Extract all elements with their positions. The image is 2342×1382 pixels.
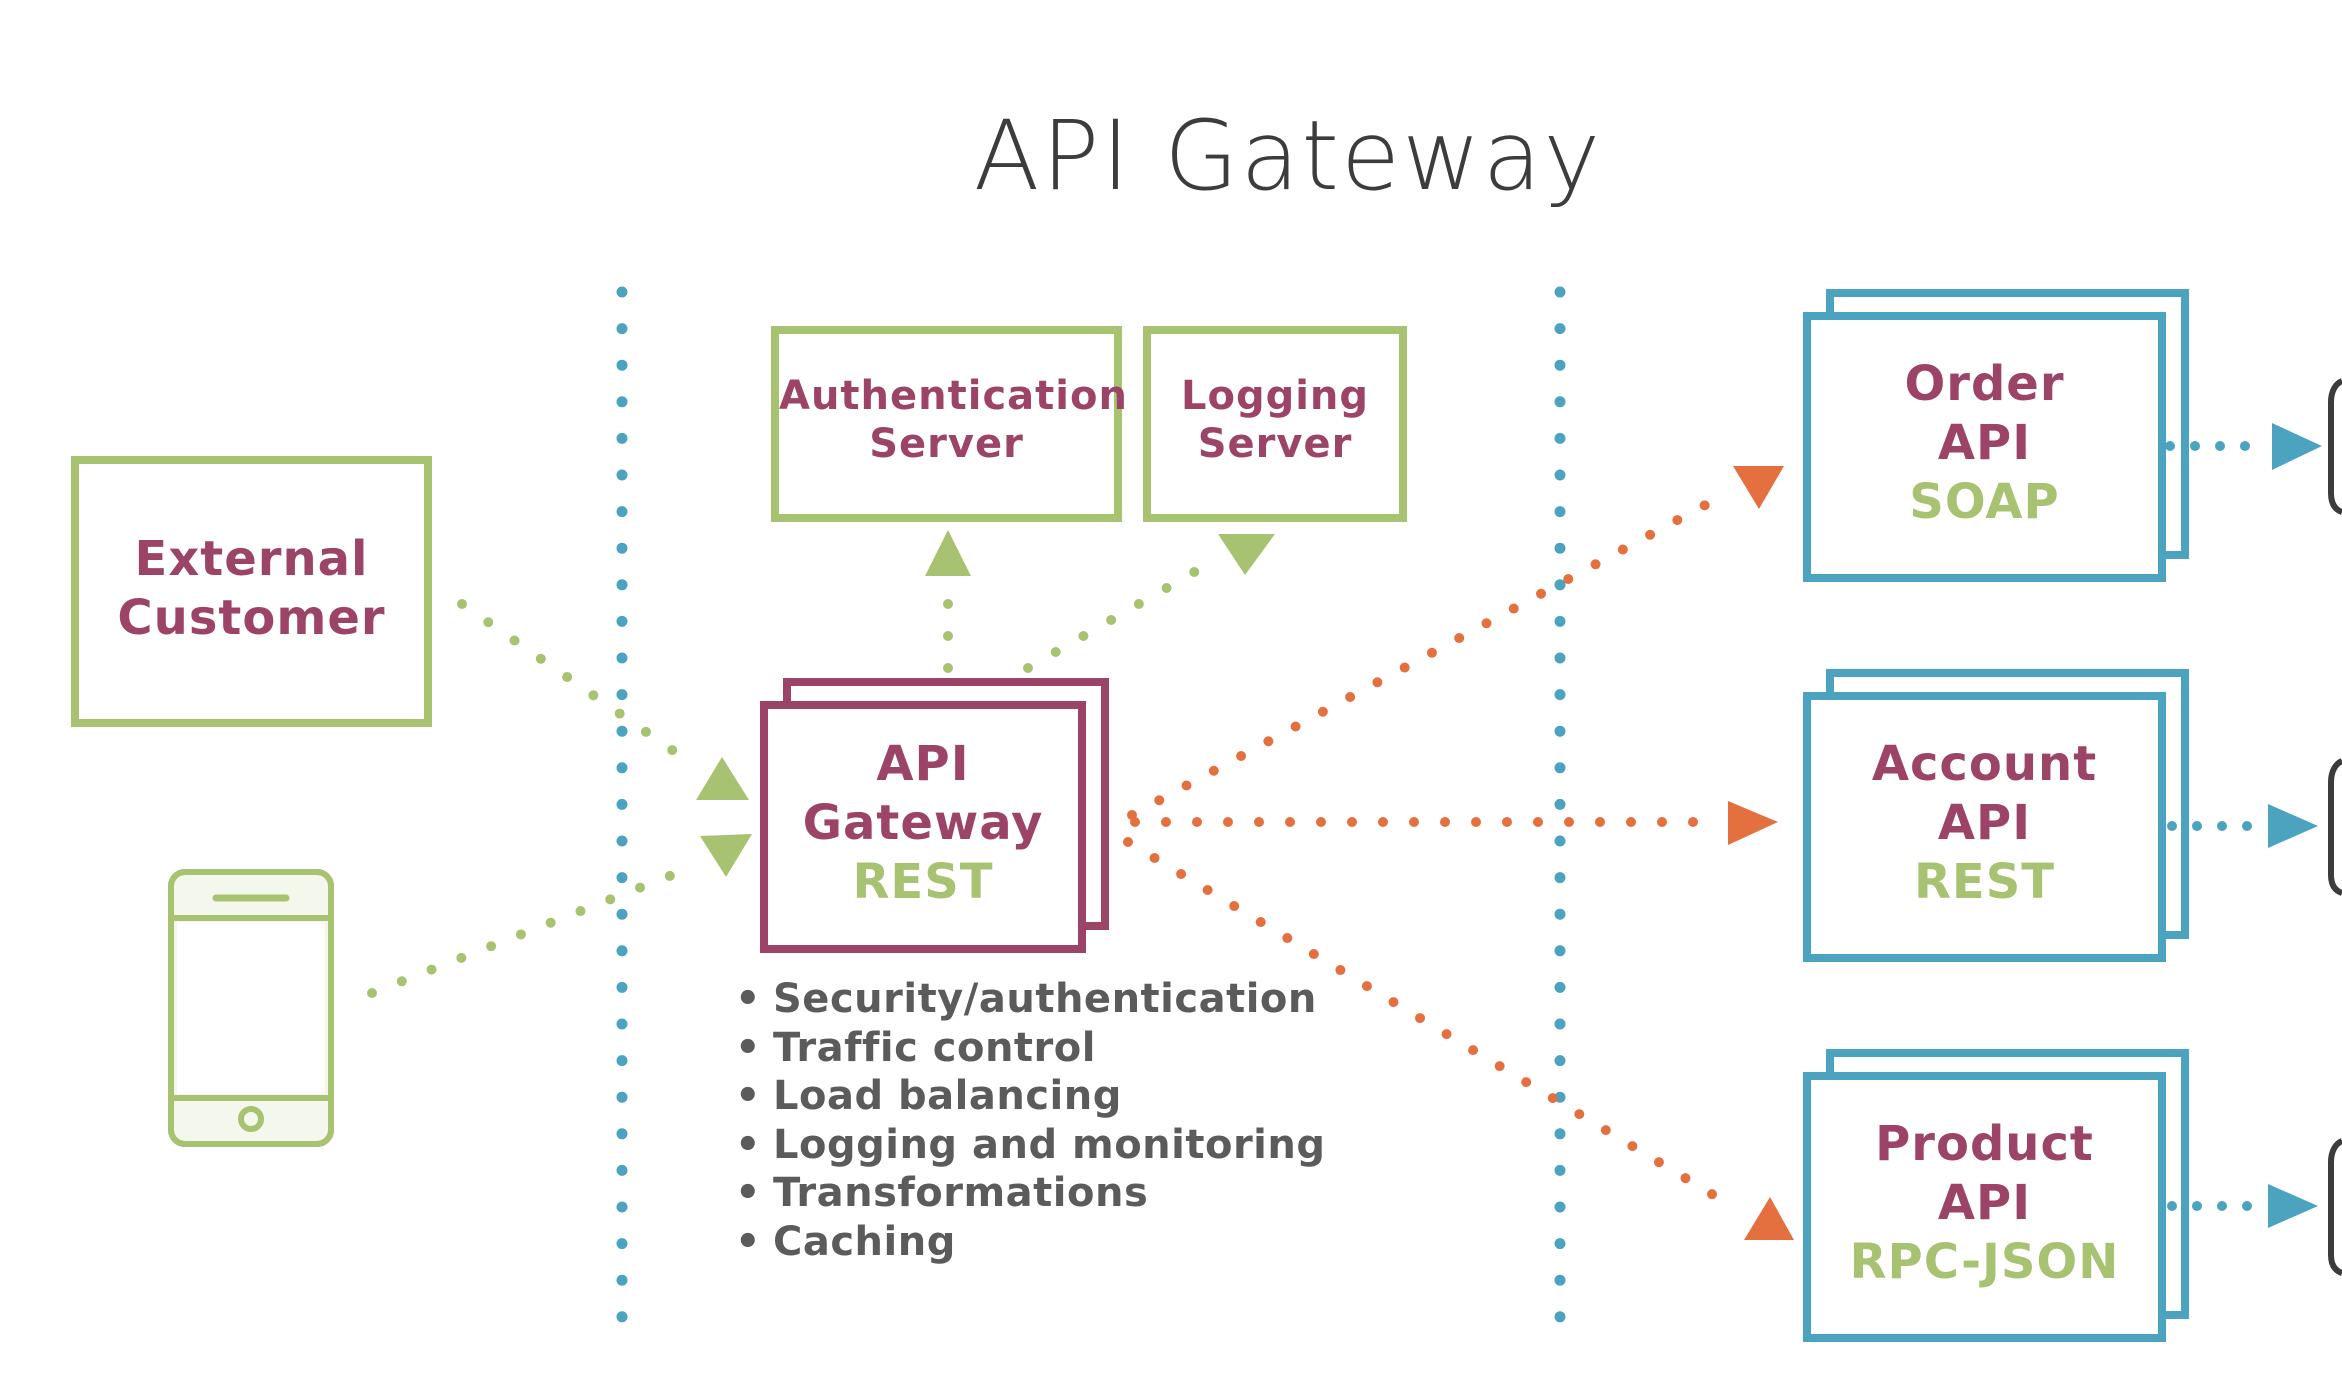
api-gateway-box (760, 678, 1109, 953)
product-api-protocol: RPC-JSON (1849, 1234, 2120, 1290)
logging-server-label: Logging Server (1151, 372, 1399, 468)
api-gateway-label: API Gateway REST (768, 735, 1078, 912)
mobile-arrowhead (700, 834, 752, 877)
account-api-box (1803, 669, 2189, 962)
logging-server-line2: Server (1197, 421, 1353, 467)
feature-item: Logging and monitoring (735, 1121, 1326, 1170)
logging-server-box (1143, 326, 1407, 522)
order-api-line2: API (1937, 415, 2032, 471)
feature-item: Load balancing (735, 1072, 1326, 1121)
account-api-line2: API (1937, 795, 2032, 851)
authentication-server-label: Authentication Server (779, 372, 1128, 468)
account-api-line1: Account (1871, 736, 2098, 792)
feature-item: Caching (735, 1218, 1326, 1267)
smartphone-icon (168, 869, 334, 1147)
database-icon (2328, 1138, 2342, 1276)
account-api-protocol: REST (1913, 854, 2056, 910)
database-icon (2328, 378, 2342, 515)
feature-item: Traffic control (735, 1024, 1326, 1073)
feature-item: Transformations (735, 1169, 1326, 1218)
auth-server-line1: Authentication (779, 373, 1128, 419)
account-db-arrowhead (2268, 804, 2318, 848)
external-customer-line2: Customer (117, 590, 386, 646)
product-db-arrowhead (2268, 1184, 2318, 1228)
gateway-to-product-connector (1123, 837, 1735, 1210)
feature-item: Security/authentication (735, 975, 1326, 1024)
order-db-arrowhead (2272, 423, 2322, 470)
logging-server-line1: Logging (1180, 373, 1370, 419)
product-arrowhead (1744, 1197, 1794, 1240)
external-customer-label: External Customer (79, 530, 424, 648)
auth-arrowhead (925, 530, 971, 576)
external-customer-box (71, 456, 432, 727)
auth-server-line2: Server (869, 421, 1024, 467)
mobile-to-gateway-connector (367, 863, 695, 998)
order-api-box (1803, 289, 2189, 582)
gateway-to-logging-connector (1023, 555, 1220, 673)
product-api-line2: API (1937, 1175, 2032, 1231)
database-icon (2328, 758, 2342, 896)
account-api-label: Account API REST (1811, 735, 2158, 912)
order-api-line1: Order (1904, 356, 2065, 412)
order-api-label: Order API SOAP (1811, 355, 2158, 532)
order-arrowhead (1733, 466, 1784, 509)
gateway-to-order-connector (1127, 492, 1725, 820)
product-api-box (1803, 1049, 2189, 1342)
order-api-protocol: SOAP (1909, 474, 2060, 530)
gateway-protocol: REST (852, 854, 994, 910)
customer-to-gateway-connector (457, 599, 703, 773)
authentication-server-box (771, 326, 1122, 522)
diagram-title: API Gateway (973, 100, 1603, 212)
external-customer-line1: External (134, 531, 369, 587)
account-arrowhead (1728, 801, 1778, 845)
customer-arrowhead (696, 757, 749, 800)
gateway-line1: API (876, 736, 970, 792)
gateway-feature-list: Security/authentication Traffic control … (735, 975, 1326, 1267)
gateway-line2: Gateway (802, 795, 1044, 851)
product-api-label: Product API RPC-JSON (1811, 1115, 2158, 1292)
product-api-line1: Product (1875, 1116, 2094, 1172)
logging-arrowhead (1218, 534, 1275, 575)
